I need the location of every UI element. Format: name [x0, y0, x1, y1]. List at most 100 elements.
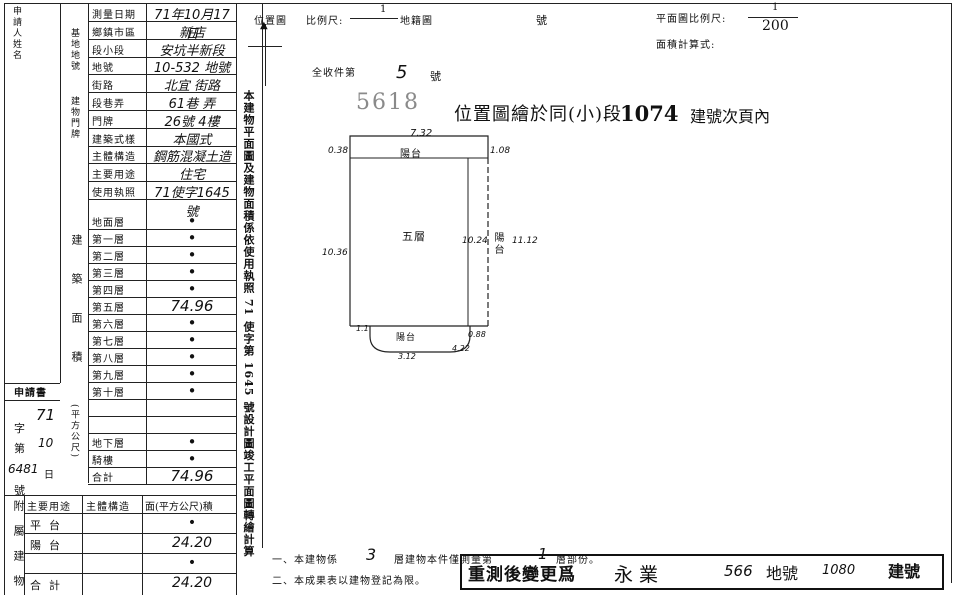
attached-side: 附屬建物: [12, 500, 25, 600]
attached-row-line: [24, 553, 236, 554]
field-label: 主體構造: [92, 152, 136, 164]
floor-plan: [349, 135, 489, 353]
floor-row: 騎樓•: [88, 450, 236, 468]
field-row: 建築式樣 本國式: [88, 129, 236, 148]
attached-use: 平台: [30, 519, 68, 532]
total-suffix: 號: [430, 70, 442, 83]
app-num: 6481: [8, 462, 39, 476]
plan-floor-label: 五層: [402, 230, 426, 243]
floor-label: 第五層: [92, 303, 125, 314]
floor-row: 第十層•: [88, 382, 236, 400]
floor-label: 地面層: [92, 218, 125, 229]
floor-value: •: [187, 348, 197, 366]
field-row: 使用執照 71使字1645號: [88, 182, 236, 220]
plan-scale-rule: [748, 17, 798, 18]
plan-top-right: 1.08: [490, 146, 511, 156]
floor-value: •: [187, 280, 197, 298]
floor-row: 第六層•: [88, 314, 236, 332]
resurvey-stamp: [460, 554, 944, 590]
plan-inner-right: 10.24: [462, 236, 488, 246]
floor-value: •: [187, 365, 197, 383]
floor-row: 第三層 •: [88, 263, 236, 281]
field-row: 主體構造 鋼筋混凝土造: [88, 146, 236, 166]
position-text: 位置圖繪於同(小)段: [454, 104, 623, 125]
field-label: 門牌: [92, 116, 114, 128]
floor-value: •: [187, 263, 197, 281]
floor-label: 第三層: [92, 269, 125, 280]
applicant-label: 申請人姓名: [11, 6, 21, 61]
attached-h1: 主要用途: [27, 502, 71, 513]
position-label: 位置圖: [254, 16, 287, 27]
frame-left: [4, 3, 5, 595]
field-value: 住宅: [178, 168, 205, 184]
field-value: 本國式: [172, 132, 212, 148]
floor-value: •: [187, 382, 197, 400]
scale-value: 1: [380, 4, 387, 15]
plan-scale-num: 1: [772, 2, 779, 13]
app-zi: 字: [14, 422, 26, 435]
plan-top: 7.32: [410, 128, 433, 139]
total-num: 5: [396, 62, 408, 83]
attached-area: •: [187, 515, 197, 531]
note1-post: 層部份。: [556, 555, 600, 566]
attached-area: 24.20: [171, 575, 213, 591]
application-header: 申請書: [14, 388, 47, 399]
stamp-lbl: 地號: [766, 564, 799, 583]
plan-right: 11.12: [512, 236, 538, 246]
field-label: 段巷弄: [92, 99, 125, 110]
field-value: 鋼筋混凝土造: [152, 150, 231, 166]
map-label: 地籍圖: [400, 16, 433, 27]
field-row: 段巷弄 61巷 弄: [88, 93, 236, 112]
area-section-label: 建築面積: [70, 234, 83, 390]
calc-label: 面積計算式:: [656, 40, 716, 51]
plan-left: 10.36: [322, 248, 348, 258]
plan-bottom-small: 0.88: [468, 330, 486, 339]
north-arrow-stem: [265, 24, 266, 86]
scale-rule: [350, 18, 398, 19]
field-row: 鄉鎮市區新店: [88, 22, 236, 41]
note1-num: 3: [366, 545, 377, 564]
attached-row-line: [24, 513, 236, 514]
app-hao: 號: [14, 484, 26, 497]
field-value: 10-532 地號: [153, 61, 231, 77]
floor-row: 第一層•: [88, 229, 236, 247]
floor-row: [88, 416, 236, 434]
floor-value: •: [187, 212, 197, 230]
field-label: 段小段: [92, 45, 125, 57]
app-line: [4, 383, 60, 384]
area-unit: (平方公尺): [69, 404, 79, 460]
frame-right: [951, 3, 952, 583]
position-num: 1074: [620, 101, 679, 126]
stamp-tail: 建號: [888, 562, 921, 581]
app-ri: 日: [44, 470, 55, 481]
field-label: 建築式樣: [92, 134, 136, 146]
floor-value: •: [187, 229, 197, 247]
floor-label: 第二層: [92, 252, 125, 263]
plan-balcony-right: 陽台: [492, 232, 503, 256]
stamp-num2: 1080: [822, 563, 856, 578]
field-value: 61巷 弄: [168, 97, 216, 112]
floor-row: 地下層 •: [88, 433, 236, 451]
floor-value: •: [187, 331, 197, 349]
floor-row: 地面層 •: [88, 212, 236, 230]
plan-bottom-right: 4.22: [452, 344, 470, 353]
floor-value: •: [187, 433, 197, 451]
field-label: 鄉鎮市區: [92, 27, 136, 39]
value-col-line: [146, 3, 147, 485]
floor-label: 騎樓: [92, 456, 114, 467]
note1-pre: 一、本建物係: [272, 555, 338, 566]
stamp-num: 566: [724, 562, 753, 580]
field-label: 使用執照: [92, 188, 136, 199]
field-label: 地號: [92, 63, 114, 75]
col-line-b: [88, 3, 89, 483]
north-arrow-icon: ▲: [260, 20, 268, 31]
attached-top: [4, 495, 236, 496]
position-tail: 建號次頁內: [690, 107, 771, 126]
frame-top: [4, 3, 952, 4]
field-label: 街路: [92, 81, 114, 93]
field-value: 71使字1645號: [154, 186, 230, 220]
plan-scale-den: 200: [762, 18, 789, 34]
note-divider: [262, 3, 263, 548]
floor-label: 地下層: [92, 439, 125, 450]
